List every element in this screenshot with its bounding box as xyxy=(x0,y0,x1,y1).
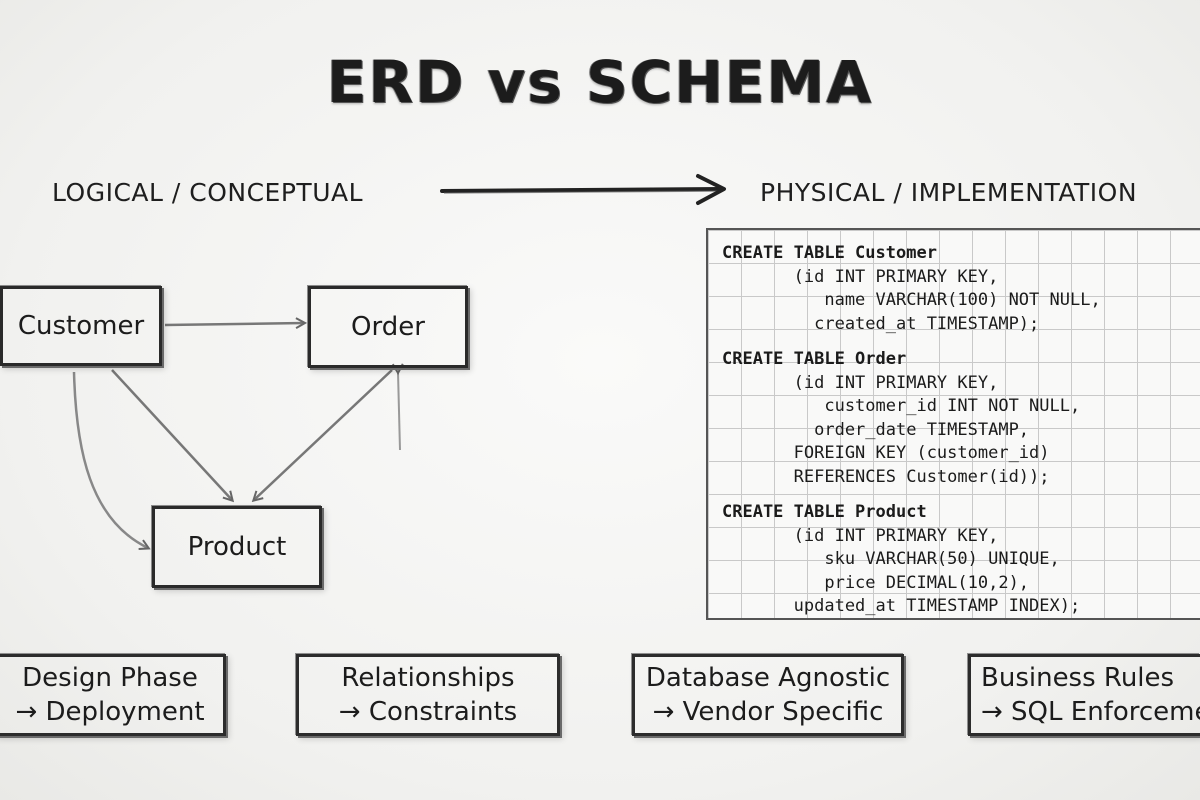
footer-line: → Deployment xyxy=(15,697,205,727)
footer-line: Relationships xyxy=(341,663,515,693)
entity-customer: Customer xyxy=(0,286,162,366)
sql-line: created_at TIMESTAMP); xyxy=(722,313,1040,334)
entity-product: Product xyxy=(152,506,322,588)
sql-line: name VARCHAR(100) NOT NULL, xyxy=(722,290,1101,310)
footer-line: Business Rules xyxy=(981,663,1175,693)
physical-implementation-label: PHYSICAL / IMPLEMENTATION xyxy=(760,178,1138,207)
sql-header-order: CREATE TABLE Order xyxy=(722,349,907,369)
footer-line: → SQL Enforcement xyxy=(981,697,1200,727)
sql-header-customer: CREATE TABLE Customer xyxy=(722,243,937,263)
sql-line: (id INT PRIMARY KEY, xyxy=(722,266,999,287)
sql-line: FOREIGN KEY (customer_id) xyxy=(722,443,1050,463)
sql-line: updated_at TIMESTAMP INDEX); xyxy=(722,596,1081,616)
sql-line: price DECIMAL(10,2), xyxy=(722,572,1030,593)
entity-product-label: Product xyxy=(187,532,287,562)
sql-line: sku VARCHAR(50) UNIQUE, xyxy=(722,549,1060,569)
entity-customer-label: Customer xyxy=(17,311,145,341)
footer-box-relationships: Relationships → Constraints xyxy=(296,654,560,736)
entity-order: Order xyxy=(308,286,468,368)
footer-box-business-rules: Business Rules → SQL Enforcement xyxy=(968,654,1200,736)
sql-line: customer_id INT NOT NULL, xyxy=(722,396,1081,416)
sql-table-product: CREATE TABLE Product (id INT PRIMARY KEY… xyxy=(722,501,1200,619)
footer-line: → Constraints xyxy=(338,697,518,727)
footer-line: Design Phase xyxy=(22,663,198,693)
entity-order-label: Order xyxy=(351,312,425,342)
sql-header-product: CREATE TABLE Product xyxy=(722,502,927,522)
sql-table-customer: CREATE TABLE Customer (id INT PRIMARY KE… xyxy=(722,242,1200,336)
logical-conceptual-label: LOGICAL / CONCEPTUAL xyxy=(52,178,364,207)
page-title: ERD vs SCHEMA xyxy=(326,48,874,116)
sql-line: (id INT PRIMARY KEY, xyxy=(722,372,999,393)
sql-table-order: CREATE TABLE Order (id INT PRIMARY KEY, … xyxy=(722,348,1200,489)
sql-line: (id INT PRIMARY KEY, xyxy=(722,525,999,546)
sql-line: REFERENCES Customer(id)); xyxy=(722,466,1050,487)
footer-box-database-agnostic: Database Agnostic → Vendor Specific xyxy=(632,654,904,736)
transition-arrow-icon xyxy=(440,174,726,205)
footer-line: Database Agnostic xyxy=(645,663,891,693)
sql-line: order_date TIMESTAMP, xyxy=(722,419,1030,440)
footer-line: → Vendor Specific xyxy=(652,697,884,727)
footer-box-design-phase: Design Phase → Deployment xyxy=(0,654,226,736)
erd-relationship-lines xyxy=(72,0,700,640)
schema-sql-panel: CREATE TABLE Customer (id INT PRIMARY KE… xyxy=(706,228,1200,620)
